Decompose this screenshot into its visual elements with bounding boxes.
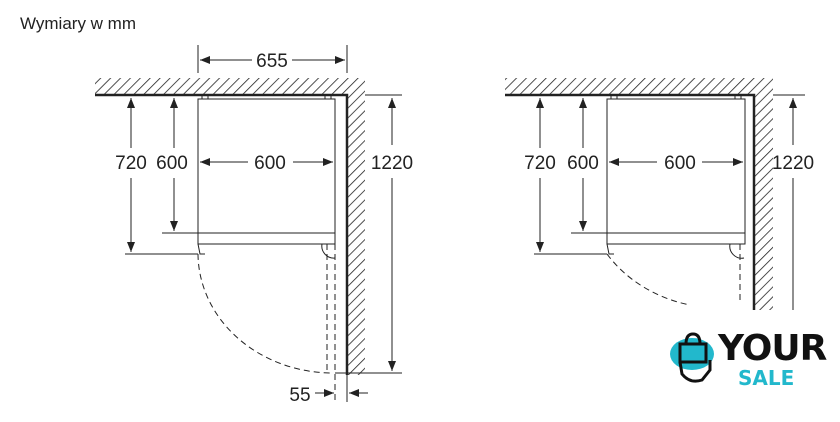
door-swing-arc — [197, 253, 334, 374]
dim-720: 720 — [115, 153, 147, 174]
fridge-door — [197, 232, 336, 245]
diagram-title: Wymiary w mm — [20, 14, 136, 33]
wall-side-hatch — [348, 95, 365, 375]
dim-1220: 1220 — [371, 153, 413, 174]
dim-720-right: 720 — [524, 153, 556, 174]
dim-600-depth: 600 — [156, 153, 188, 174]
logo-text-sale: SALE — [738, 366, 795, 390]
dim-600-width-right: 600 — [664, 153, 696, 174]
logo-text-your: YOUR — [718, 328, 827, 369]
wall-top-hatch — [95, 78, 365, 95]
dim-1220-right: 1220 — [772, 153, 814, 174]
dim-600-width: 600 — [254, 153, 286, 174]
dim-655: 655 — [256, 51, 288, 72]
dim-600-depth-right: 600 — [567, 153, 599, 174]
right-plan — [505, 78, 805, 310]
left-plan — [95, 45, 402, 402]
shopping-bag-hand-icon — [670, 332, 714, 383]
yoursale-logo: YOUR SALE — [668, 328, 833, 390]
dim-55: 55 — [289, 385, 310, 406]
